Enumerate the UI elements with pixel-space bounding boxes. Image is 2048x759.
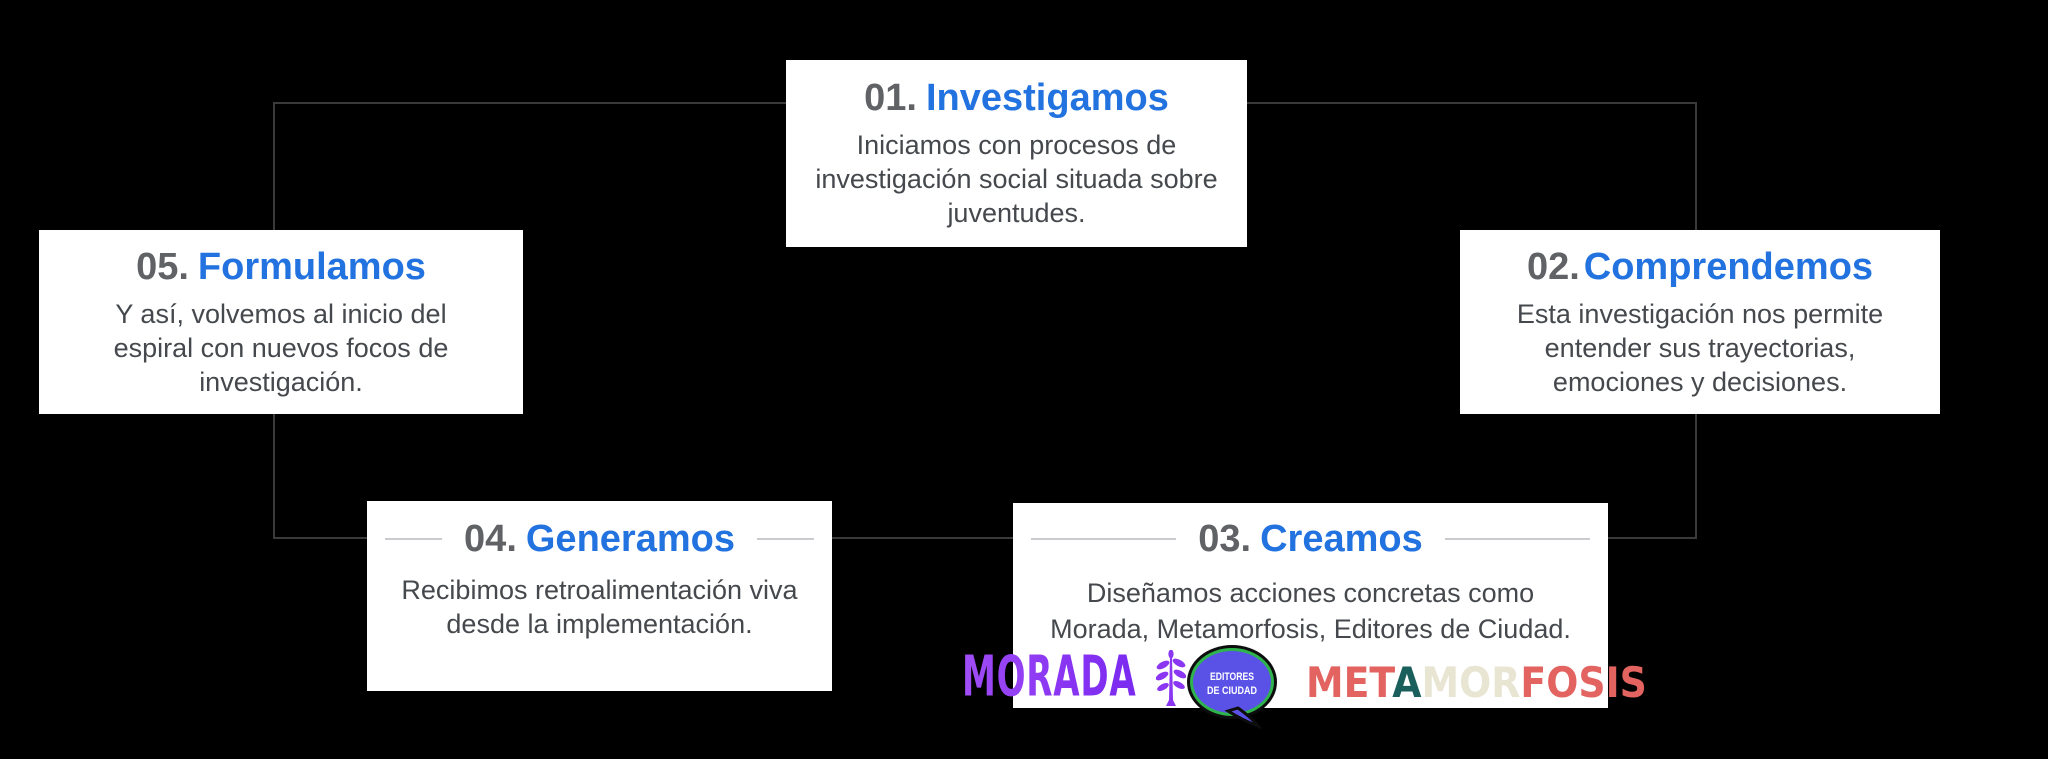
step-card-comprendemos: 02.Comprendemos Esta investigación nos p… bbox=[1460, 230, 1940, 414]
step-title: 03.Creamos bbox=[1198, 517, 1422, 561]
step-card-formulamos: 05.Formulamos Y así, volvemos al inicio … bbox=[39, 230, 523, 414]
step-description: Iniciamos con procesos de investigación … bbox=[815, 130, 1218, 228]
metamorfosis-segment: MET bbox=[1306, 658, 1393, 707]
metamorfosis-logo: METAMORFOSIS bbox=[1306, 660, 1647, 706]
metamorfosis-segment: A bbox=[1392, 658, 1422, 707]
morada-tree-icon bbox=[1155, 650, 1186, 706]
title-dash-right bbox=[1444, 538, 1590, 540]
step-title: 05.Formulamos bbox=[39, 245, 523, 289]
step-card-creamos: 03.Creamos Diseñamos acciones concretas … bbox=[1013, 503, 1608, 708]
step-title: 04.Generamos bbox=[464, 517, 735, 561]
step-title-row: 04.Generamos bbox=[385, 517, 815, 561]
step-title-text: Creamos bbox=[1260, 518, 1423, 560]
morada-wordmark: MORADA bbox=[962, 642, 1137, 709]
step-number: 02. bbox=[1526, 246, 1580, 288]
morada-logo: MORADA bbox=[962, 643, 1186, 710]
step-title-text: Investigamos bbox=[925, 77, 1169, 119]
title-dash-right bbox=[756, 538, 815, 540]
step-number: 01. bbox=[864, 77, 917, 119]
bubble-text-line2: DE CIUDAD bbox=[1207, 685, 1257, 697]
step-card-generamos: 04.Generamos Recibimos retroalimentación… bbox=[367, 501, 832, 691]
step-card-investigamos: 01.Investigamos Iniciamos con procesos d… bbox=[786, 60, 1247, 247]
step-title-text: Generamos bbox=[525, 518, 735, 560]
step-title-row: 03.Creamos bbox=[1031, 517, 1590, 561]
bubble-fill bbox=[1193, 651, 1271, 713]
metamorfosis-segment: MOR bbox=[1421, 658, 1521, 707]
bubble-text-line1: EDITORES bbox=[1210, 671, 1254, 683]
step-description: Diseñamos acciones concretas como Morada… bbox=[1050, 578, 1571, 644]
step-title: 02.Comprendemos bbox=[1460, 245, 1940, 289]
step-description: Esta investigación nos permite entender … bbox=[1516, 299, 1884, 397]
step-description: Recibimos retroalimentación viva desde l… bbox=[401, 575, 798, 639]
step-description: Y así, volvemos al inicio del espiral co… bbox=[113, 299, 449, 397]
step-title: 01.Investigamos bbox=[786, 76, 1247, 120]
editores-de-ciudad-logo: EDITORES DE CIUDAD bbox=[1187, 645, 1277, 730]
title-dash-left bbox=[1031, 538, 1177, 540]
step-number: 04. bbox=[464, 518, 517, 560]
step-number: 05. bbox=[136, 246, 189, 288]
connector-line-bottom bbox=[273, 537, 1697, 539]
metamorfosis-segment: FOSIS bbox=[1520, 658, 1647, 707]
step-title-text: Comprendemos bbox=[1583, 246, 1874, 288]
step-title-text: Formulamos bbox=[197, 246, 426, 288]
bubble-tail bbox=[1224, 706, 1263, 730]
step-number: 03. bbox=[1198, 518, 1252, 560]
title-dash-left bbox=[385, 538, 443, 540]
